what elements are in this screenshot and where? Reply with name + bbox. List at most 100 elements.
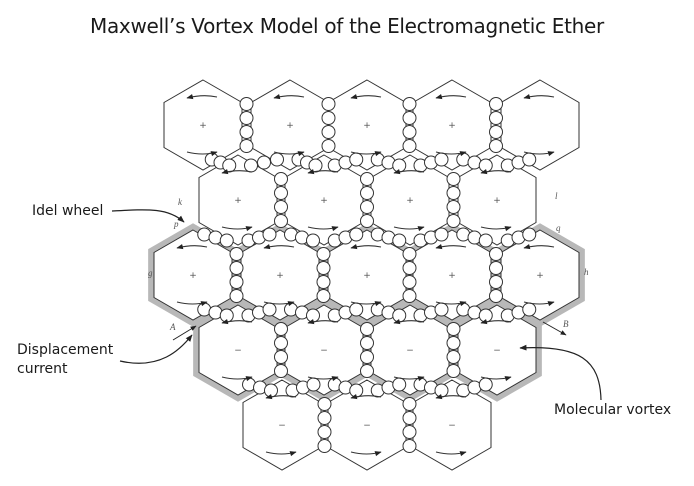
idle-wheel [402,397,417,411]
rotation-arrow [393,376,425,382]
idle-wheel [402,125,417,139]
idle-wheel [360,364,374,378]
vortex-sign: + [286,121,294,131]
rotation-arrow [307,226,339,232]
idle-wheel [239,97,254,111]
idle-wheel [392,158,407,173]
vortex-sign: − [493,346,501,356]
idle-wheel [219,308,234,323]
vortex-sign: + [363,121,371,131]
idle-wheel [446,172,461,186]
idle-wheel [434,302,449,317]
rotation-arrow [307,318,339,325]
idle-wheel [274,322,288,336]
rotation-arrow [350,243,382,250]
molecular-vortex-label: Molecular vortex [554,402,672,418]
idle-wheel [222,158,237,173]
idle-wheel [360,186,374,200]
rotation-arrow [263,301,295,307]
letter-A: A [169,322,176,332]
rotation-arrow [435,93,467,100]
idle-wheel [349,227,364,242]
rotation-arrow [350,451,382,457]
idle-wheel [402,247,417,261]
rotation-arrow [350,393,382,400]
vortex-sign: + [320,196,328,206]
idle-wheel [321,97,336,111]
idle-wheel [308,158,323,173]
idle-wheel [434,152,449,167]
rotation-arrow [186,151,218,157]
idle-wheel [316,289,331,303]
idle-wheel [229,247,244,261]
rotation-arrow [435,151,467,157]
rotation-arrow [307,168,339,175]
rotation-arrow [523,301,555,307]
idle-wheel [274,200,288,214]
idle-wheel [321,111,336,125]
displacement-leader [119,334,193,364]
vortex-sign: − [363,421,371,431]
idle-wheel [478,233,493,248]
idle-wheel [392,377,407,392]
idle-wheel [446,186,461,200]
idle-wheel [446,322,461,336]
rotation-arrow [393,318,425,325]
idle-wheel [257,155,271,170]
displacement-current-label-line1: Displacement [17,342,114,358]
rotation-arrow [350,301,382,307]
idle-wheel [434,227,449,242]
idle-wheel [489,247,503,261]
idle-wheel [489,111,503,125]
idle-wheel [262,227,277,242]
current-A-arrow [172,325,197,341]
letter-p: p [173,219,179,229]
idle-wheel [321,125,336,139]
vortex-sign: + [199,121,207,131]
idle-wheel [274,364,288,378]
rotation-arrow [523,93,555,100]
idle-wheel [478,308,493,323]
idle-wheel [229,261,244,275]
vortex-sign: + [406,196,414,206]
vortex-sign: + [189,271,197,281]
displacement-current-label-line2: current [17,361,68,377]
idle-wheel [446,364,461,378]
idle-wheel [316,275,331,289]
rotation-arrow [480,376,512,382]
vortex-sign: + [536,271,544,281]
idle-wheel [446,200,461,214]
idle-wheel [229,275,244,289]
idle-wheel [321,139,336,153]
rotation-arrow [435,393,467,400]
idle-wheel [446,350,461,364]
idle-wheel [306,233,320,248]
idle-wheel [317,425,332,439]
vortex-sign: + [276,271,284,281]
rotation-arrow [523,151,555,157]
idle-wheel [262,302,277,317]
rotation-arrow [221,168,253,175]
idle-wheel [306,308,320,323]
idle-wheel [274,336,288,350]
idle-wheel [489,289,503,303]
idle-wheel [402,139,417,153]
idle-wheel [392,233,407,248]
rotation-arrow [221,318,253,325]
idle-wheel [489,125,503,139]
letter-h: h [584,267,589,277]
idle-wheel [360,350,374,364]
idle-wheel [317,439,332,453]
idle-wheel [274,350,288,364]
idle-wheel [360,322,374,336]
rotation-arrow [307,376,339,382]
idle-wheel [317,411,332,425]
rotation-arrow [350,151,382,157]
rotation-arrow [273,151,305,157]
idle-wheel [434,383,449,398]
idle-wheel [489,261,503,275]
rotation-arrow [263,243,295,250]
vortex-sign: − [406,346,414,356]
idle-wheel [306,377,321,392]
idle-wheel [402,111,417,125]
